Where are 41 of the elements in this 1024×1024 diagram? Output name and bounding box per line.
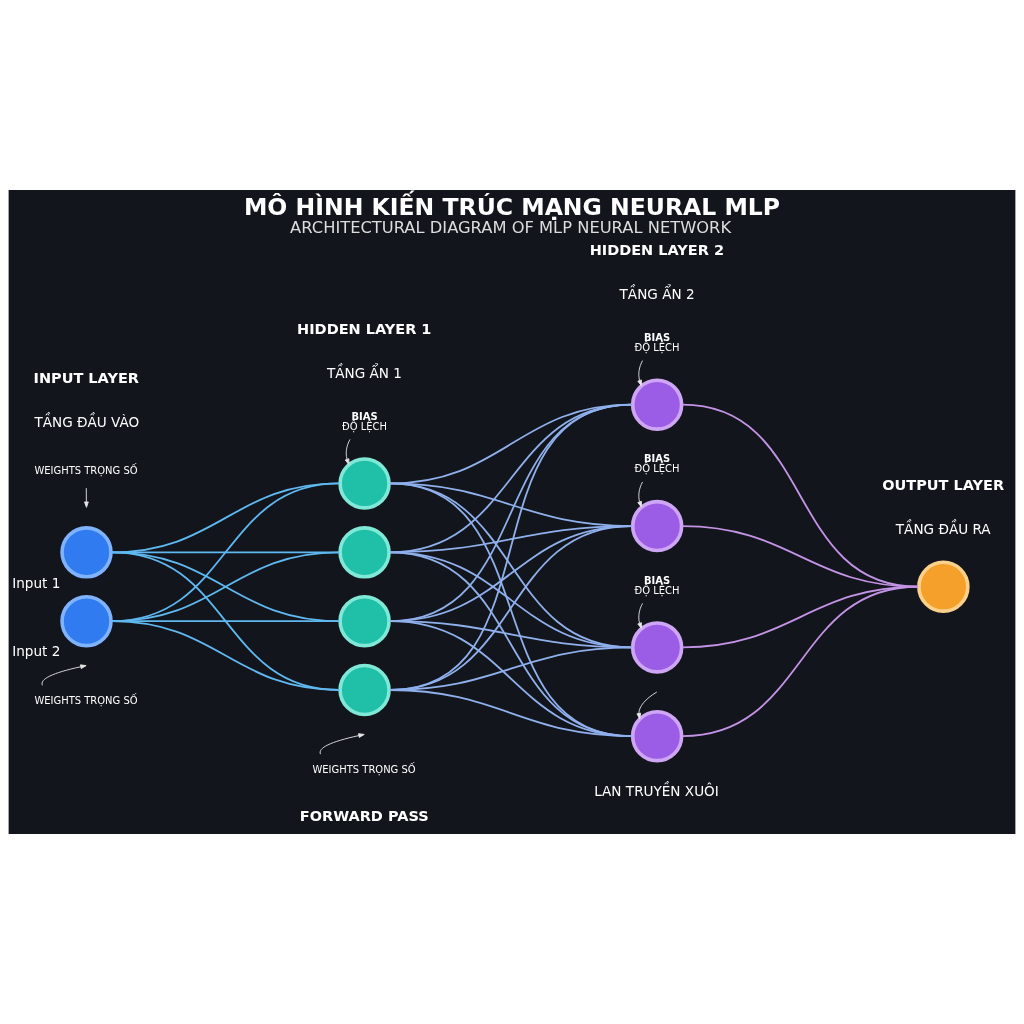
label: FORWARD PASS <box>299 808 429 825</box>
label: TẦNG ẨN 1 <box>327 364 402 381</box>
connector <box>110 620 341 691</box>
connector <box>681 585 919 738</box>
node-text: WEIGHTS TRỌNG SỐ <box>312 764 416 776</box>
label: TẦNG ẨN 2 <box>619 286 695 303</box>
node-circle <box>338 526 391 579</box>
connector <box>389 620 633 738</box>
label: HIDDEN LAYER 1 <box>297 320 432 337</box>
node-text: BIAS ĐỘ LỆCH <box>634 574 680 596</box>
label: HIDDEN LAYER 2 <box>589 242 724 259</box>
label: TẦNG ĐẦU RA <box>895 520 991 537</box>
node-text: BIAS ĐỘ LỆCH <box>634 332 680 354</box>
connector <box>389 689 633 738</box>
arrow <box>319 733 365 755</box>
node-label: Input 2 <box>12 643 61 660</box>
arrow <box>637 481 643 508</box>
node-circle <box>60 594 113 648</box>
connector <box>389 482 633 738</box>
node-circle <box>917 560 970 613</box>
connector <box>389 551 633 738</box>
node-label: Input 1 <box>12 574 61 591</box>
label: TẦNG ĐẦU VÀO <box>34 413 140 430</box>
arrow <box>636 691 658 720</box>
node-circle <box>60 526 113 579</box>
node-circle <box>338 594 391 648</box>
node-text: BIAS ĐỘ LỆCH <box>634 453 680 475</box>
node-circle <box>338 663 391 717</box>
node-text: WEIGHTS TRỌNG SỐ <box>34 465 138 477</box>
label: INPUT LAYER <box>33 369 139 386</box>
label: LAN TRUYỀN XUÔI <box>594 782 719 799</box>
connector <box>389 403 633 691</box>
arrow <box>344 438 351 465</box>
node-text: BIAS ĐỘ LỆCH <box>341 410 387 432</box>
label: OUTPUT LAYER <box>882 476 1005 493</box>
connector <box>110 551 341 691</box>
arrow <box>637 360 643 387</box>
arrow <box>41 664 87 686</box>
node-text: WEIGHTS TRỌNG SỐ <box>34 695 138 707</box>
arrow <box>637 602 643 629</box>
arrow <box>84 487 89 508</box>
